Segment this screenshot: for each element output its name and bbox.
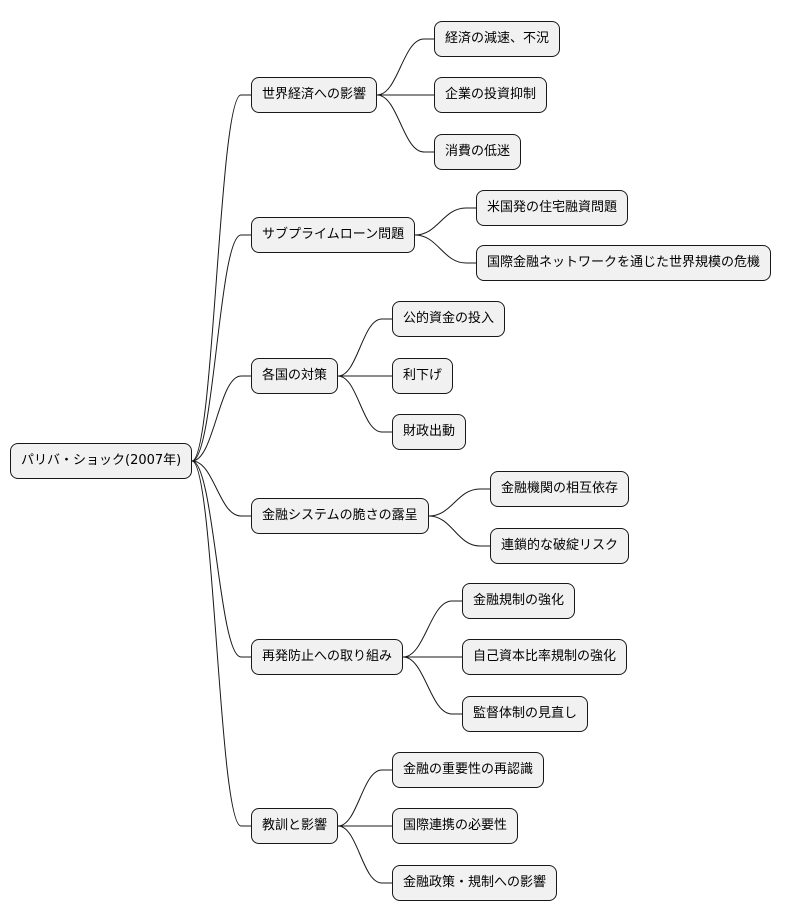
connector-8	[337, 318, 392, 377]
leaf-chain-failure-risk: 連鎖的な破綻リスク	[490, 528, 630, 564]
leaf-public-funds: 公的資金の投入	[392, 301, 506, 337]
leaf-us-housing-loans: 米国発の住宅融資問題	[476, 190, 629, 226]
root-node: パリバ・ショック(2007年)	[10, 443, 193, 479]
connector-21	[337, 825, 392, 884]
connector-13	[428, 515, 490, 547]
branch-prevention: 再発防止への取り組み	[251, 639, 404, 675]
leaf-policy-impact: 金融政策・規制への影響	[392, 865, 558, 901]
connector-3	[376, 94, 434, 153]
leaf-consumption-slump: 消費の低迷	[434, 134, 522, 170]
leaf-supervision-review: 監督体制の見直し	[462, 696, 589, 732]
connector-5	[414, 207, 476, 236]
connector-7	[191, 375, 251, 462]
connector-4	[191, 234, 251, 462]
connector-15	[402, 600, 462, 658]
leaf-international-cooperation: 国際連携の必要性	[392, 808, 519, 844]
leaf-interdependence: 金融機関の相互依存	[490, 471, 630, 507]
connector-19	[337, 769, 392, 827]
branch-system-fragility: 金融システムの脆さの露呈	[251, 498, 429, 534]
leaf-rate-cut: 利下げ	[392, 358, 454, 394]
branch-world-economy: 世界経済への影響	[251, 77, 378, 113]
leaf-capital-ratio: 自己資本比率規制の強化	[462, 639, 628, 675]
leaf-economic-slowdown: 経済の減速、不況	[434, 21, 561, 57]
leaf-stronger-regulation: 金融規制の強化	[462, 583, 576, 619]
connector-17	[402, 656, 462, 715]
leaf-global-crisis: 国際金融ネットワークを通じた世界規模の危機	[476, 245, 772, 281]
connector-1	[376, 38, 434, 96]
leaf-investment-restraint: 企業の投資抑制	[434, 77, 548, 113]
leaf-finance-importance: 金融の重要性の再認識	[392, 752, 545, 788]
connector-10	[337, 375, 392, 433]
branch-lessons: 教訓と影響	[251, 808, 339, 844]
leaf-fiscal-stimulus: 財政出動	[392, 414, 467, 450]
connector-12	[428, 488, 490, 517]
connector-14	[191, 460, 251, 658]
connector-11	[191, 460, 251, 517]
branch-subprime: サブプライムローン問題	[251, 217, 416, 253]
branch-country-measures: 各国の対策	[251, 358, 339, 394]
connector-0	[191, 94, 251, 462]
connector-18	[191, 460, 251, 827]
connector-6	[414, 234, 476, 264]
